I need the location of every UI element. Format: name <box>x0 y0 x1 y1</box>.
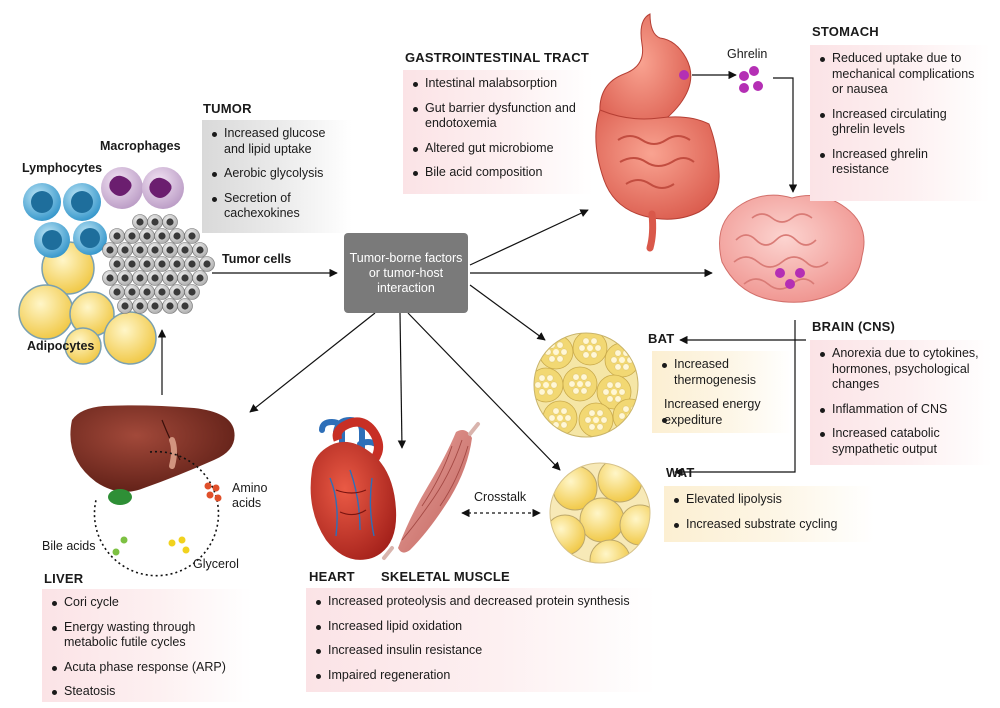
tumor-item: Aerobic glycolysis <box>212 166 344 182</box>
amino-acids-label: Amino acids <box>232 481 268 510</box>
tumor-title: TUMOR <box>203 101 252 116</box>
tumor-item: Increased glucose and lipid uptake <box>212 126 344 157</box>
heart-muscle-item: Increased proteolysis and decreased prot… <box>316 594 648 610</box>
brain-title: BRAIN (CNS) <box>812 319 896 334</box>
liver-title: LIVER <box>44 571 84 586</box>
lymphocytes-label: Lymphocytes <box>22 161 103 175</box>
stomach-title: STOMACH <box>812 24 879 39</box>
stomach-item: Increased circulating ghrelin levels <box>820 107 982 138</box>
liver-item: Cori cycle <box>52 595 244 611</box>
wat-item: Increased substrate cycling <box>674 517 866 533</box>
liver-item: Acuta phase response (ARP) <box>52 660 244 676</box>
ghrelin-label: Ghrelin <box>727 47 768 61</box>
gi-tract-title: GASTROINTESTINAL TRACT <box>405 50 589 65</box>
liver-effects-box: Cori cycle Energy wasting through metabo… <box>42 589 252 702</box>
gi-item: Altered gut microbiome <box>413 141 585 157</box>
liver-item: Energy wasting through metabolic futile … <box>52 620 244 651</box>
central-tumor-host-box: Tumor-borne factors or tumor-host intera… <box>344 233 468 313</box>
brain-item: Inflammation of CNS <box>820 402 984 418</box>
gi-item: Intestinal malabsorption <box>413 76 585 92</box>
macrophages-label: Macrophages <box>100 139 181 153</box>
heart-illustration <box>310 416 397 560</box>
liver-item: Steatosis <box>52 684 244 700</box>
central-box-text: Tumor-borne factors or tumor-host intera… <box>349 250 463 295</box>
bat-title: BAT <box>648 331 675 346</box>
gastrointestinal-illustration <box>595 13 720 252</box>
skeletal-muscle-title: SKELETAL MUSCLE <box>381 569 510 584</box>
heart-muscle-item: Impaired regeneration <box>316 668 648 684</box>
wat-effects-box: Elevated lipolysis Increased substrate c… <box>664 486 874 542</box>
bat-illustration <box>533 332 639 438</box>
bile-acids-label: Bile acids <box>42 539 96 553</box>
wat-illustration <box>549 462 651 564</box>
heart-title: HEART <box>309 569 355 584</box>
bat-effects-box: Increased thermogenesis Increased energy… <box>652 351 792 433</box>
brain-effects-box: Anorexia due to cytokines, hormones, psy… <box>810 340 992 465</box>
glycerol-label: Glycerol <box>193 557 239 571</box>
stomach-item: Reduced uptake due to mechanical complic… <box>820 51 982 98</box>
gi-item: Bile acid composition <box>413 165 585 181</box>
gi-item: Gut barrier dysfunction and endotoxemia <box>413 101 585 132</box>
tumor-cells-label: Tumor cells <box>222 252 292 266</box>
ghrelin-molecules <box>739 66 763 93</box>
heart-muscle-item: Increased lipid oxidation <box>316 619 648 635</box>
bat-item: Increased thermogenesis <box>662 357 784 388</box>
wat-title: WAT <box>666 465 695 480</box>
heart-muscle-item: Increased insulin resistance <box>316 643 648 659</box>
stomach-effects-box: Reduced uptake due to mechanical complic… <box>810 45 990 201</box>
brain-item: Anorexia due to cytokines, hormones, psy… <box>820 346 984 393</box>
wat-item: Elevated lipolysis <box>674 492 866 508</box>
liver-illustration <box>70 405 235 577</box>
tumor-item: Secretion of cachexokines <box>212 191 344 222</box>
heart-muscle-effects-box: Increased proteolysis and decreased prot… <box>306 588 656 692</box>
brain-illustration <box>719 194 865 303</box>
connection-arrows <box>157 70 806 518</box>
tumor-effects-box: Increased glucose and lipid uptake Aerob… <box>202 120 352 233</box>
tumor-cells-illustration <box>18 167 215 365</box>
crosstalk-label: Crosstalk <box>474 490 527 504</box>
stomach-item: Increased ghrelin resistance <box>820 147 982 178</box>
skeletal-muscle-illustration <box>382 422 480 560</box>
bat-item: Increased energy expediture <box>662 397 761 427</box>
brain-item: Increased catabolic sympathetic output <box>820 426 984 457</box>
gi-tract-effects-box: Intestinal malabsorption Gut barrier dys… <box>403 70 593 194</box>
adipocytes-label: Adipocytes <box>27 339 95 353</box>
